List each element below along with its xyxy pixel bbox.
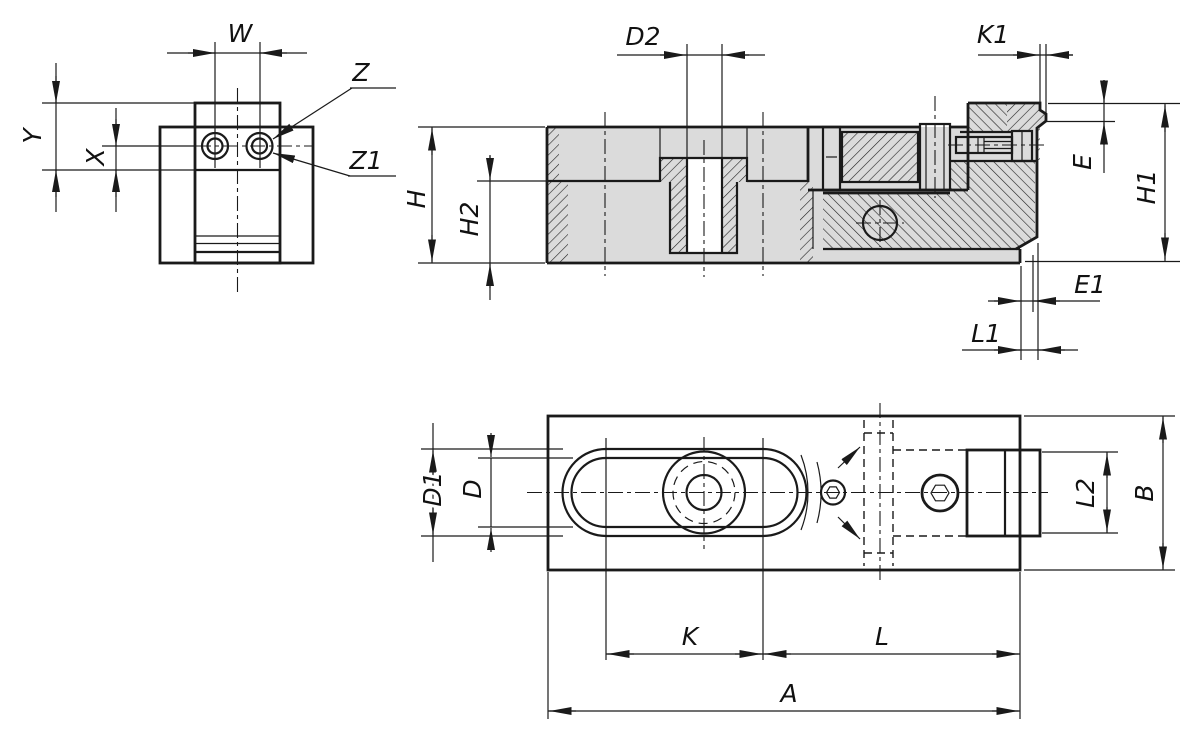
dim-B: B [1024, 415, 1175, 571]
dim-label-k: K [682, 622, 701, 651]
dim-label-d1: D1 [418, 471, 447, 506]
guide-slot [821, 125, 842, 192]
plan-jaw-block [965, 448, 1042, 538]
dim-label-h1: H1 [1132, 170, 1161, 205]
dim-label-a: A [778, 679, 797, 708]
dim-K1: K1 [977, 20, 1073, 115]
dim-H1: H1 [1025, 104, 1180, 263]
dim-L: L [763, 572, 1021, 719]
dim-label-l2: L2 [1071, 478, 1100, 508]
end-view: W Y X Z Z1 [18, 19, 396, 293]
dim-D: D [458, 433, 573, 552]
dim-W: W [167, 19, 307, 57]
dim-K: K [605, 438, 764, 660]
section-view: H H2 D2 K1 [402, 20, 1180, 360]
dim-label-b: B [1130, 484, 1159, 501]
dim-label-d: D [458, 479, 487, 498]
dim-E: E [1046, 80, 1180, 173]
dim-E1: E1 [988, 255, 1106, 360]
plan-view: D1 D L2 B [415, 403, 1175, 719]
dim-label-d2: D2 [625, 22, 660, 51]
dim-label-w: W [228, 19, 254, 48]
dim-H: H [402, 126, 545, 264]
dim-label-z: Z [351, 58, 370, 87]
dim-label-z1: Z1 [348, 146, 382, 175]
dim-label-e: E [1068, 154, 1097, 170]
dim-label-x: X [81, 148, 110, 168]
dim-D2: D2 [617, 22, 765, 157]
dim-label-h: H [402, 189, 431, 208]
dim-X: X [81, 108, 196, 212]
dim-label-k1: K1 [977, 20, 1009, 49]
dim-label-y: Y [18, 127, 47, 144]
dim-A: A [547, 572, 1020, 719]
dim-Y: Y [18, 63, 195, 212]
dim-label-h2: H2 [455, 202, 484, 237]
dim-label-l: L [875, 622, 889, 651]
end-view-body [158, 125, 315, 265]
hex-socket-screw-icon [920, 473, 960, 513]
leader-Z1: Z1 [272, 146, 396, 177]
dim-label-l1: L1 [971, 319, 1001, 348]
dim-H2: H2 [455, 155, 546, 300]
leader-Z: Z [272, 58, 396, 140]
dim-label-e1: E1 [1074, 270, 1106, 299]
dim-L1: L1 [962, 243, 1078, 360]
dim-L2: L2 [1042, 451, 1118, 534]
